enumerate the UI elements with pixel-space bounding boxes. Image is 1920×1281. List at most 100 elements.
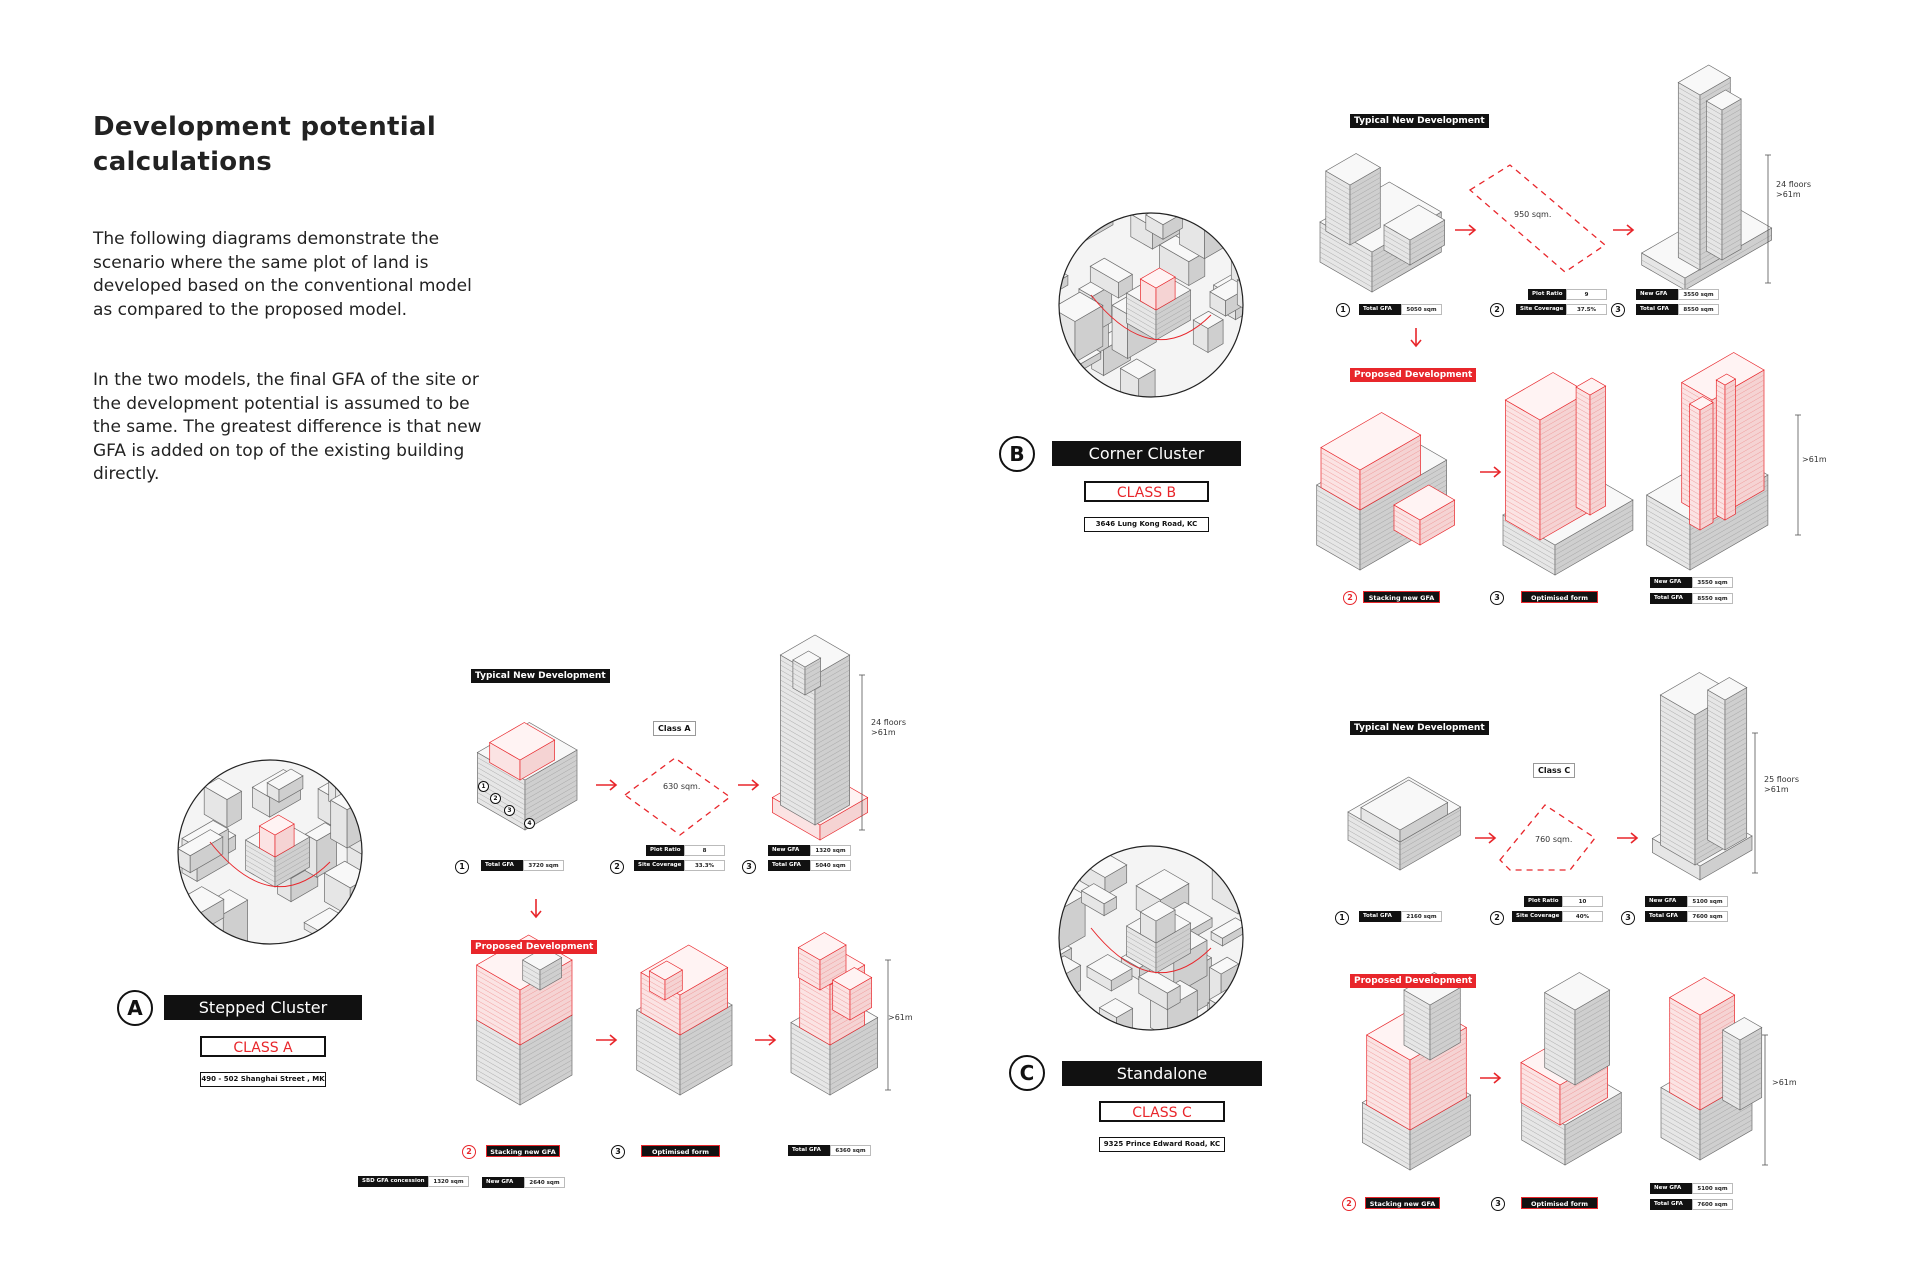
floor-line <box>1706 243 1742 256</box>
floor-line <box>1716 453 1736 461</box>
building-roof <box>1705 89 1742 111</box>
floor-line <box>476 994 573 1026</box>
building-face <box>1251 257 1273 293</box>
building-face <box>1028 852 1045 903</box>
floor-line <box>1707 732 1747 746</box>
floor-line <box>1669 1019 1735 1041</box>
optimised-step-label: Optimised form <box>1521 591 1598 603</box>
floor-line <box>1669 999 1735 1021</box>
optimised-step-label: Optimised form <box>1521 1197 1598 1209</box>
arrow-icon <box>1410 328 1422 348</box>
arrow-icon <box>1475 832 1497 844</box>
section-name: Corner Cluster <box>1052 441 1241 466</box>
floor-line <box>1689 452 1714 461</box>
stacking-step-label: Stacking new GFA <box>1363 591 1440 603</box>
floor-line <box>1576 415 1606 426</box>
building-block <box>1722 1017 1763 1111</box>
plot-area: 630 sqm. <box>663 782 701 791</box>
stacking-step-label: Stacking new GFA <box>486 1145 560 1157</box>
stat-value: 5100 sqm <box>1687 896 1728 907</box>
building-face <box>1059 213 1062 245</box>
step-number: 2 <box>610 860 624 874</box>
floor-line <box>1403 1032 1461 1051</box>
typical-development-label: Typical New Development <box>471 669 610 683</box>
floor-line <box>1126 309 1191 331</box>
floor-line <box>1320 469 1421 506</box>
floor-line <box>1689 512 1714 521</box>
floor-line <box>1576 490 1606 501</box>
floor-line <box>1502 524 1634 571</box>
floor-line <box>1325 197 1381 216</box>
building-roof <box>1098 998 1134 1019</box>
floor-line <box>799 1014 865 1036</box>
stat-key: Total GFA <box>1359 304 1401 315</box>
floor-line <box>1403 1037 1461 1056</box>
floor-line <box>780 784 850 806</box>
section-name: Stepped Cluster <box>164 995 362 1020</box>
floor-line <box>1707 822 1747 836</box>
floor-line <box>1707 717 1747 731</box>
floor-line <box>1716 393 1736 401</box>
building-roof <box>832 967 873 991</box>
floor-line <box>1689 447 1714 456</box>
floor-line <box>1505 472 1588 501</box>
floor-line <box>1722 1047 1762 1061</box>
building-roof <box>1722 1017 1763 1041</box>
floor-line <box>1722 1092 1762 1106</box>
floor-line <box>1646 509 1769 556</box>
floor-line <box>1716 408 1736 416</box>
building-face <box>356 788 362 827</box>
floor-line <box>1383 229 1445 251</box>
building-roof <box>1059 932 1073 964</box>
section-name: Standalone <box>1062 1061 1262 1086</box>
floor-line <box>636 1029 733 1061</box>
floor-line <box>1707 767 1747 781</box>
floor-line <box>476 1029 573 1061</box>
building-roof <box>1360 779 1449 831</box>
floor-line <box>1716 423 1736 431</box>
building-block <box>1504 372 1589 541</box>
stacking-step-label: Stacking new GFA <box>1365 1197 1440 1209</box>
building-face <box>1207 1002 1227 1030</box>
floor-line <box>649 979 683 991</box>
building-roof <box>258 814 295 836</box>
floors-text: 24 floors <box>1776 180 1812 189</box>
stat-value: 6360 sqm <box>830 1145 871 1156</box>
floor-line <box>1126 314 1191 336</box>
height-note: 25 floors>61m <box>1764 775 1799 795</box>
site-number: 3 <box>504 805 515 816</box>
floor-line <box>1505 422 1588 451</box>
building-roof <box>1211 846 1243 875</box>
building-block <box>1707 677 1748 851</box>
building-roof <box>1707 677 1748 701</box>
floor-line <box>1646 504 1769 551</box>
building-roof <box>1059 846 1072 862</box>
floor-line <box>1716 413 1736 421</box>
building-face <box>1060 213 1083 245</box>
stat-key: Site Coverage <box>634 860 684 871</box>
floor-line <box>1366 1067 1467 1101</box>
floor-line <box>1320 459 1421 496</box>
floor-line <box>1366 1057 1467 1091</box>
floor-line <box>790 1057 878 1086</box>
stat-value: 5050 sqm <box>1401 304 1442 315</box>
building-face <box>1033 909 1051 932</box>
floors-text: 24 floors <box>871 718 907 727</box>
building-block <box>1138 968 1181 1011</box>
building-roof <box>1119 358 1156 380</box>
floor-line <box>477 774 578 806</box>
floor-line <box>780 729 850 751</box>
building-roof <box>1715 373 1737 386</box>
stat-value: 3720 sqm <box>523 860 564 871</box>
floor-line <box>1660 1119 1753 1151</box>
floor-line <box>640 992 728 1021</box>
floor-line <box>476 1069 573 1101</box>
floor-line <box>1689 487 1714 496</box>
floor-line <box>1505 442 1588 471</box>
arrow-head <box>1468 224 1477 236</box>
floor-line <box>1366 1092 1467 1126</box>
stat-key: New GFA <box>1650 1183 1692 1194</box>
floor-line <box>1722 1062 1762 1076</box>
floor-line <box>1707 737 1747 751</box>
